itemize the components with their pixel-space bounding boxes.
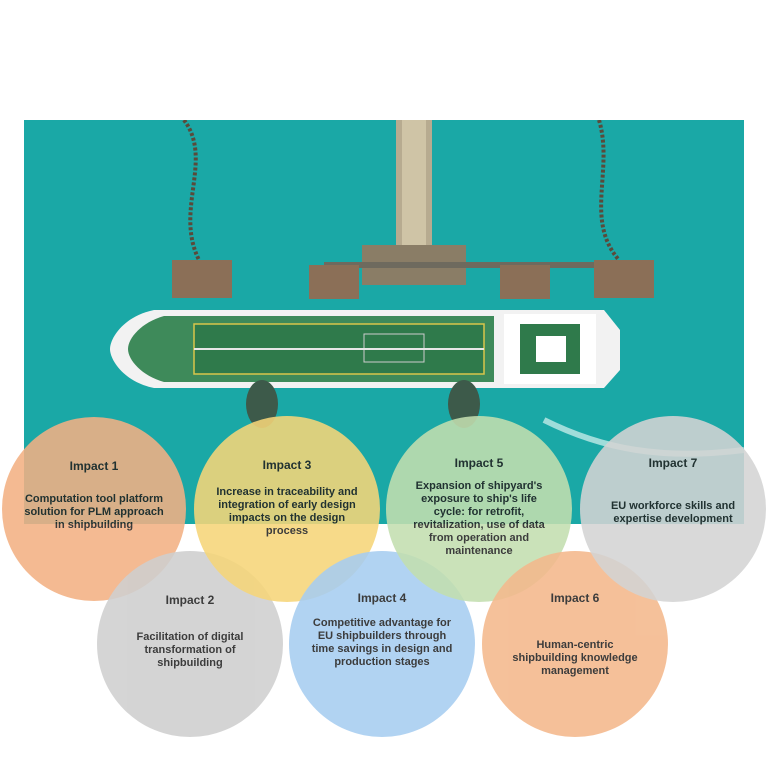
- impact-description: Human-centric shipbuilding knowledge man…: [512, 639, 638, 677]
- impact-description: Computation tool platform solution for P…: [24, 493, 164, 531]
- ship-illustration: [24, 120, 744, 524]
- impact-description: Facilitation of digital transformation o…: [136, 631, 244, 669]
- impact-title: Impact 7: [648, 456, 698, 470]
- impact-description: EU workforce skills and expertise develo…: [610, 500, 736, 525]
- impact-description: Expansion of shipyard's exposure to ship…: [413, 480, 545, 557]
- impact-circle-6: Impact 6 Human-centric shipbuilding knowl…: [482, 551, 668, 737]
- impact-circle-5: Impact 5 Expansion of shipyard's exposure…: [386, 416, 572, 602]
- impact-description: Increase in traceability and integration…: [216, 486, 358, 537]
- impact-title: Impact 1: [69, 459, 119, 473]
- impact-title: Impact 5: [454, 456, 504, 470]
- impact-title: Impact 3: [262, 458, 312, 472]
- impact-circle-4: Impact 4 Competitive advantage for EU shi…: [289, 551, 475, 737]
- impact-description: Competitive advantage for EU shipbuilder…: [311, 617, 453, 668]
- ship-aerial-photo: [24, 120, 744, 524]
- impact-title: Impact 2: [165, 593, 215, 607]
- impact-title: Impact 6: [550, 591, 600, 605]
- impact-circle-7: Impact 7 EU workforce skills and expertis…: [580, 416, 766, 602]
- impact-title: Impact 4: [357, 591, 407, 605]
